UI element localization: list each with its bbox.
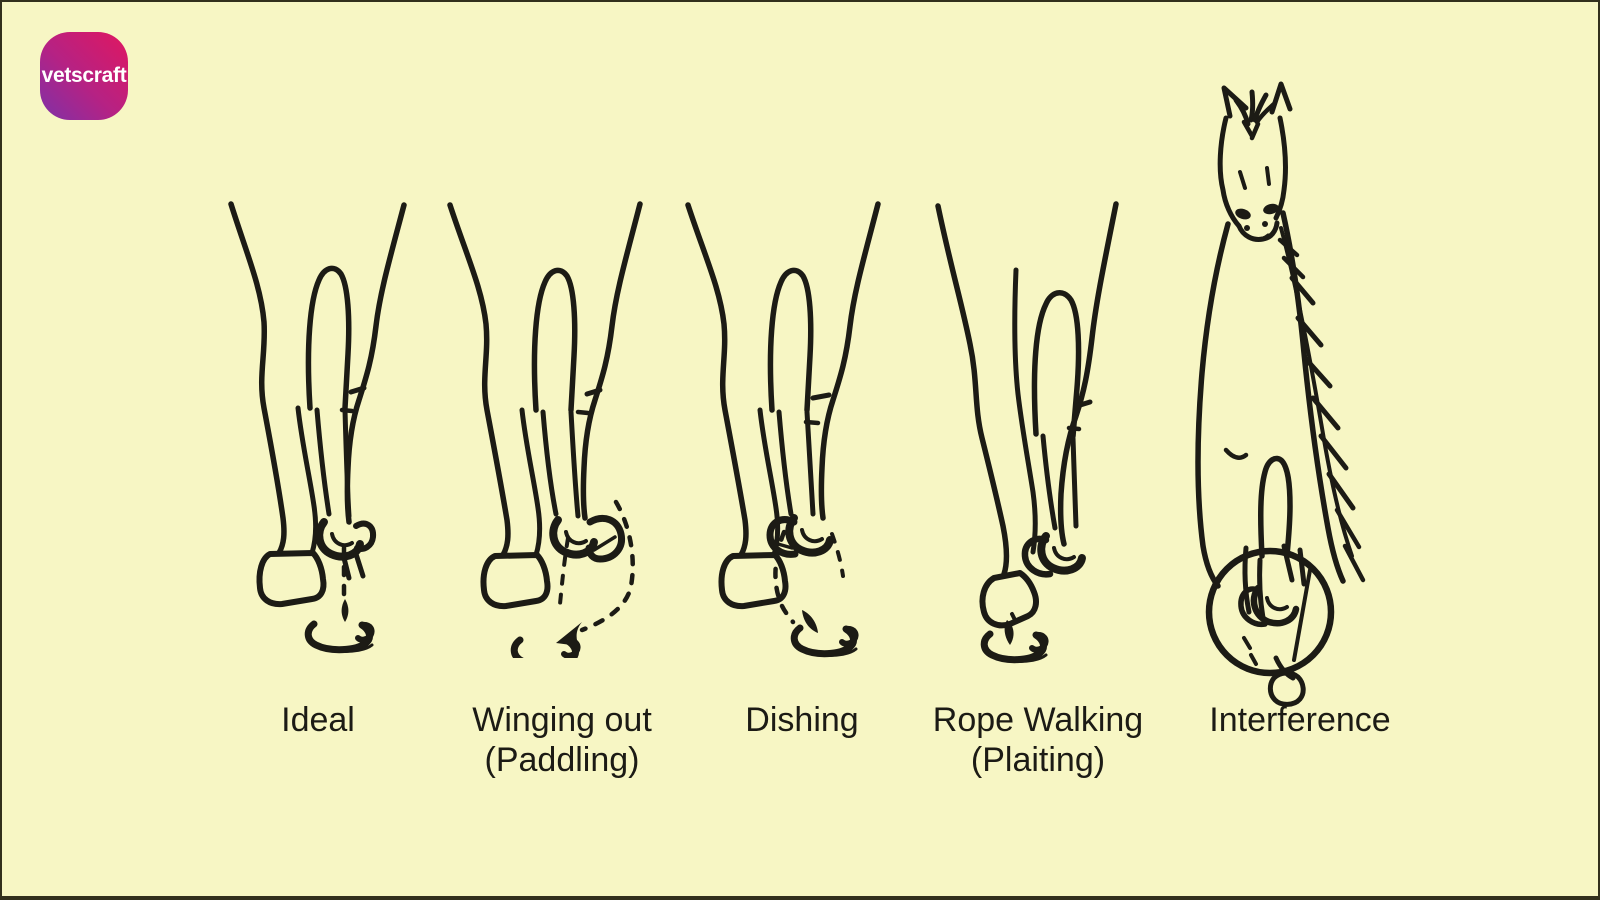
hoof-print: [510, 636, 581, 658]
arrowhead-icon: [802, 610, 818, 633]
label-line: Rope Walking: [932, 701, 1144, 739]
horse-eye-right: [1263, 203, 1279, 215]
flight-path: [773, 529, 845, 625]
horse-eye-left: [1235, 208, 1251, 220]
interference-drawing: [1195, 81, 1366, 707]
flexed-foreleg: [1021, 201, 1119, 578]
rope-walking-drawing: [935, 201, 1119, 664]
knee-marks: [1066, 399, 1093, 432]
flight-path: [1010, 612, 1018, 624]
standing-foreleg: [228, 201, 327, 608]
flexed-foreleg: [531, 201, 643, 563]
flight-path: [558, 499, 635, 633]
horse-muzzle: [1236, 220, 1280, 242]
flexed-fetlock: [549, 515, 626, 563]
horse-nostril: [1244, 225, 1250, 231]
standing-hoof: [480, 552, 551, 610]
hoof-print: [304, 620, 375, 654]
figure-label-dishing: Dishing: [745, 700, 858, 740]
horse-forelock: [1233, 89, 1277, 141]
figure-label-interference: Interference: [1209, 700, 1390, 740]
knee-marks: [575, 387, 603, 416]
horse-head: [1217, 81, 1293, 242]
label-line: Dishing: [745, 701, 859, 739]
vetscraft-logo-text: vetscraft: [41, 64, 127, 87]
standing-foreleg: [685, 202, 789, 610]
winging-out-drawing: [447, 201, 643, 658]
flexed-fetlock: [1021, 532, 1086, 578]
figure-label-ideal: Ideal: [281, 700, 355, 740]
figure-label-winging-out: Winging out (Paddling): [472, 700, 652, 780]
interference-circle: [1205, 547, 1335, 677]
flexed-fetlock: [766, 514, 834, 558]
raised-leg: [1258, 455, 1293, 559]
arrowhead-icon: [341, 599, 349, 622]
label-line: Interference: [1209, 701, 1391, 739]
standing-foreleg: [447, 202, 551, 610]
standing-hoof: [979, 570, 1039, 629]
dishing-drawing: [685, 201, 881, 658]
ideal-drawing: [228, 201, 407, 654]
horse-ear-right: [1269, 81, 1293, 115]
hoof-print: [980, 630, 1049, 664]
knee-marks: [803, 392, 832, 426]
flexed-foreleg: [305, 202, 407, 581]
standing-hoof: [1267, 670, 1306, 707]
knee-marks: [339, 385, 367, 414]
hoof-print: [790, 624, 859, 658]
label-line: Winging out: [472, 701, 652, 739]
standing-hoof: [256, 550, 327, 608]
flexed-fetlock: [315, 518, 377, 581]
flexed-foreleg: [766, 201, 881, 558]
horse-neck-body: [1195, 210, 1346, 589]
striking-fetlock: [1238, 584, 1300, 628]
label-line: (Plaiting): [970, 741, 1106, 779]
standing-foreleg: [935, 203, 1039, 629]
label-line: Ideal: [281, 701, 355, 739]
arrowhead-icon: [1004, 620, 1014, 645]
standing-hoof: [718, 552, 789, 610]
horse-mane: [1277, 226, 1366, 583]
label-line: (Paddling): [484, 741, 640, 779]
vetscraft-logo: vetscraft: [40, 32, 128, 120]
horse-nostril: [1262, 221, 1268, 227]
figure-label-rope-walking: Rope Walking (Plaiting): [933, 700, 1143, 780]
